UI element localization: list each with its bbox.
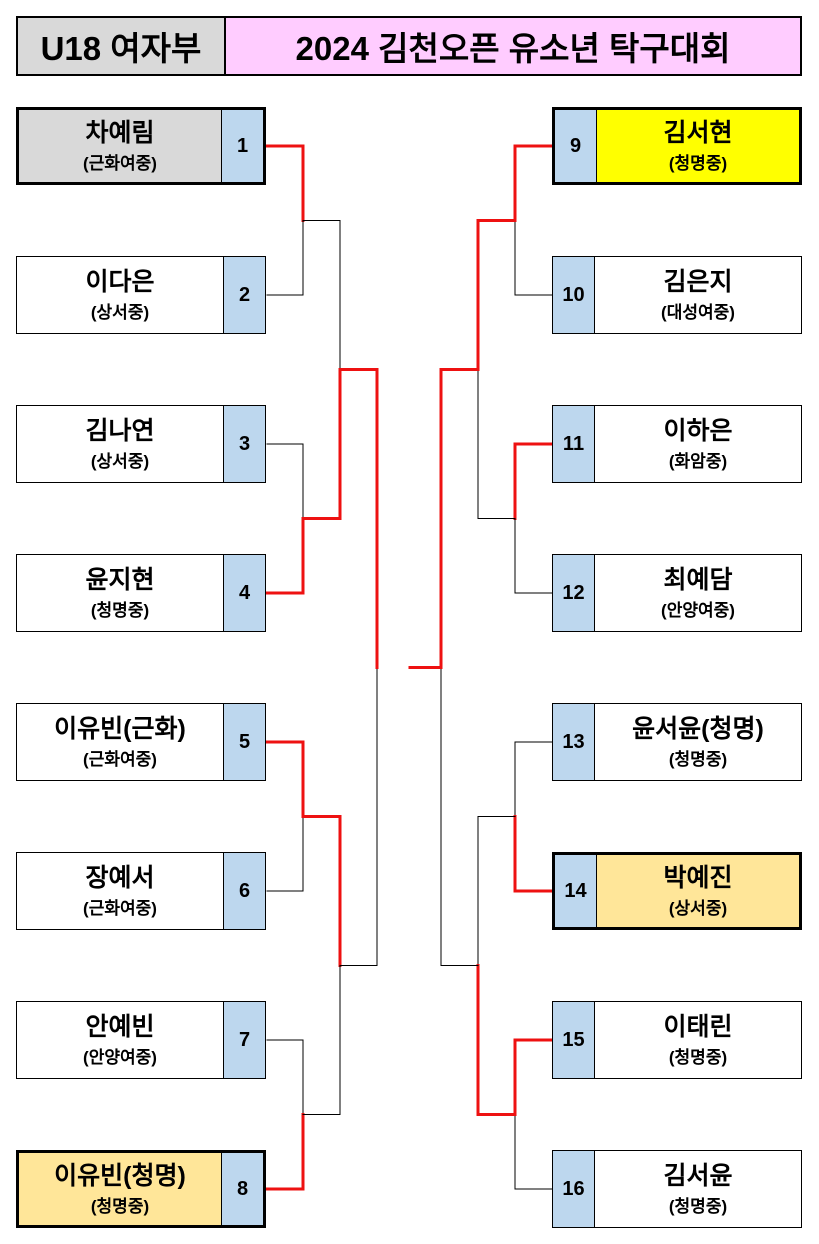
player-info: 이유빈(청명) (청명중) <box>19 1153 221 1225</box>
player-box-6: 장예서 (근화여중) 6 <box>16 852 266 930</box>
seed-number: 10 <box>553 257 595 333</box>
seed-number: 15 <box>553 1002 595 1078</box>
player-school: (대성여중) <box>661 302 735 322</box>
player-info: 이유빈(근화) (근화여중) <box>17 704 223 780</box>
player-info: 차예림 (근화여중) <box>19 110 221 182</box>
player-info: 윤서윤(청명) (청명중) <box>595 704 801 780</box>
player-info: 윤지현 (청명중) <box>17 555 223 631</box>
player-box-10: 10 김은지 (대성여중) <box>552 256 802 334</box>
player-box-8: 이유빈(청명) (청명중) 8 <box>16 1150 266 1228</box>
player-box-1: 차예림 (근화여중) 1 <box>16 107 266 185</box>
player-box-15: 15 이태린 (청명중) <box>552 1001 802 1079</box>
player-school: (근화여중) <box>83 749 157 769</box>
player-box-5: 이유빈(근화) (근화여중) 5 <box>16 703 266 781</box>
player-name: 김서윤 <box>663 1161 733 1190</box>
player-info: 박예진 (상서중) <box>597 855 799 927</box>
player-school: (상서중) <box>90 451 150 471</box>
player-school: (청명중) <box>668 153 728 173</box>
division-label: U18 여자부 <box>16 16 226 76</box>
seed-number: 12 <box>553 555 595 631</box>
seed-number: 6 <box>223 853 265 929</box>
player-box-12: 12 최예담 (안양여중) <box>552 554 802 632</box>
seed-number: 5 <box>223 704 265 780</box>
player-name: 이하은 <box>663 416 733 445</box>
player-box-4: 윤지현 (청명중) 4 <box>16 554 266 632</box>
seed-number: 3 <box>223 406 265 482</box>
player-info: 안예빈 (안양여중) <box>17 1002 223 1078</box>
player-info: 이태린 (청명중) <box>595 1002 801 1078</box>
seed-number: 2 <box>223 257 265 333</box>
player-info: 최예담 (안양여중) <box>595 555 801 631</box>
player-info: 이다은 (상서중) <box>17 257 223 333</box>
player-school: (안양여중) <box>661 600 735 620</box>
player-school: (청명중) <box>90 600 150 620</box>
seed-number: 7 <box>223 1002 265 1078</box>
player-school: (청명중) <box>668 749 728 769</box>
player-box-2: 이다은 (상서중) 2 <box>16 256 266 334</box>
player-school: (근화여중) <box>83 153 157 173</box>
player-name: 안예빈 <box>85 1012 155 1041</box>
seed-number: 11 <box>553 406 595 482</box>
player-info: 이하은 (화암중) <box>595 406 801 482</box>
player-box-16: 16 김서윤 (청명중) <box>552 1150 802 1228</box>
player-school: (청명중) <box>668 1196 728 1216</box>
player-info: 장예서 (근화여중) <box>17 853 223 929</box>
player-info: 김나연 (상서중) <box>17 406 223 482</box>
seed-number: 14 <box>555 855 597 927</box>
seed-number: 9 <box>555 110 597 182</box>
player-box-13: 13 윤서윤(청명) (청명중) <box>552 703 802 781</box>
player-info: 김서현 (청명중) <box>597 110 799 182</box>
player-box-3: 김나연 (상서중) 3 <box>16 405 266 483</box>
seed-number: 4 <box>223 555 265 631</box>
player-name: 김나연 <box>85 416 155 445</box>
player-box-14: 14 박예진 (상서중) <box>552 852 802 930</box>
player-name: 이태린 <box>663 1012 733 1041</box>
player-name: 이유빈(청명) <box>54 1161 186 1190</box>
player-name: 이유빈(근화) <box>54 714 186 743</box>
player-school: (청명중) <box>668 1047 728 1067</box>
player-school: (근화여중) <box>83 898 157 918</box>
seed-number: 13 <box>553 704 595 780</box>
player-school: (안양여중) <box>83 1047 157 1067</box>
player-name: 김은지 <box>663 267 733 296</box>
player-box-9: 9 김서현 (청명중) <box>552 107 802 185</box>
player-info: 김은지 (대성여중) <box>595 257 801 333</box>
seed-number: 8 <box>221 1153 263 1225</box>
player-name: 이다은 <box>85 267 155 296</box>
player-info: 김서윤 (청명중) <box>595 1151 801 1227</box>
player-name: 박예진 <box>663 863 733 892</box>
player-name: 김서현 <box>663 118 733 147</box>
player-school: (화암중) <box>668 451 728 471</box>
player-school: (청명중) <box>90 1196 150 1216</box>
player-box-7: 안예빈 (안양여중) 7 <box>16 1001 266 1079</box>
seed-number: 16 <box>553 1151 595 1227</box>
player-name: 윤서윤(청명) <box>632 714 764 743</box>
player-name: 장예서 <box>85 863 155 892</box>
player-name: 최예담 <box>663 565 733 594</box>
player-school: (상서중) <box>90 302 150 322</box>
seed-number: 1 <box>221 110 263 182</box>
player-name: 윤지현 <box>85 565 155 594</box>
tournament-title: 2024 김천오픈 유소년 탁구대회 <box>224 16 802 76</box>
player-box-11: 11 이하은 (화암중) <box>552 405 802 483</box>
player-name: 차예림 <box>85 118 155 147</box>
player-school: (상서중) <box>668 898 728 918</box>
